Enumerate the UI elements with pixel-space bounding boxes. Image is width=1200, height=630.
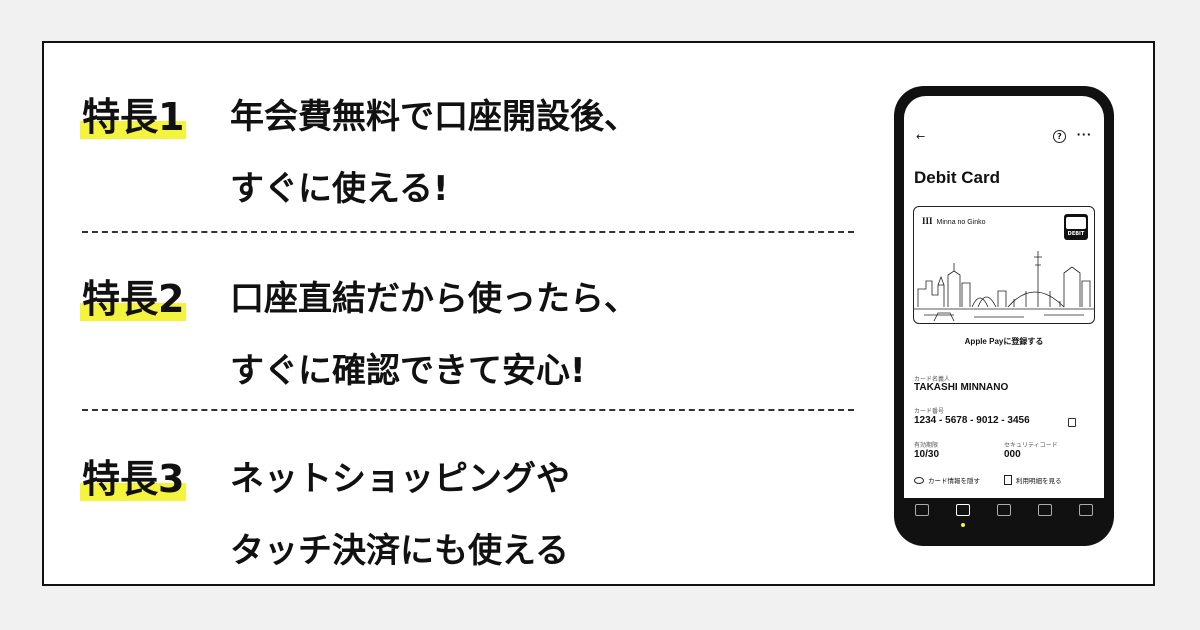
eye-icon bbox=[914, 476, 924, 484]
divider bbox=[82, 231, 854, 233]
number-value: 1234 - 5678 - 9012 - 3456 bbox=[914, 415, 1030, 426]
view-statement-label: 利用明細を見る bbox=[1016, 477, 1062, 485]
feature-3-line-1: ネットショッピングや bbox=[230, 459, 570, 499]
wallet-icon[interactable] bbox=[915, 504, 930, 516]
wallet-icon[interactable] bbox=[956, 504, 971, 527]
feature-3-line-2: タッチ決済にも使える bbox=[230, 531, 569, 571]
wallet-icon[interactable] bbox=[996, 504, 1011, 516]
feature-1-line-2: すぐに使える! bbox=[230, 169, 449, 209]
number-label: カード番号 bbox=[914, 408, 945, 415]
debit-label: DEBIT bbox=[1067, 231, 1085, 237]
bank-name: Minna no Ginko bbox=[936, 219, 986, 226]
view-statement-button[interactable]: 利用明細を見る bbox=[1004, 475, 1062, 485]
hide-card-info-button[interactable]: カード情報を隠す bbox=[914, 475, 980, 485]
active-indicator bbox=[961, 523, 966, 527]
feature-1-label: 特長1 bbox=[80, 91, 187, 143]
expiry-label: 有効期限 bbox=[914, 442, 939, 449]
feature-3-label: 特長3 bbox=[80, 453, 187, 505]
feature-2-line-2: すぐに確認できて安心! bbox=[230, 351, 586, 391]
feature-2-line-1: 口座直結だから使ったら、 bbox=[230, 279, 638, 319]
divider bbox=[82, 409, 854, 411]
hide-card-info-label: カード情報を隠す bbox=[928, 477, 980, 485]
jcb-debit-badge: DEBIT bbox=[1064, 214, 1088, 240]
wallet-icon[interactable] bbox=[1037, 504, 1052, 516]
document-icon bbox=[1004, 475, 1012, 485]
more-icon[interactable]: ··· bbox=[1076, 128, 1092, 141]
city-skyline-illustration bbox=[914, 251, 1094, 322]
expiry-value: 10/30 bbox=[914, 449, 940, 460]
top-bar: ← ? ··· bbox=[916, 128, 1092, 146]
bank-logo-mark: III bbox=[922, 216, 933, 226]
feature-1-line-1: 年会費無料で口座開設後、 bbox=[230, 97, 638, 137]
security-value: 000 bbox=[1004, 449, 1021, 460]
apple-pay-link[interactable]: Apple Payに登録する bbox=[964, 337, 1044, 346]
back-arrow-icon[interactable]: ← bbox=[916, 130, 926, 143]
holder-value: TAKASHI MINNANO bbox=[914, 382, 1009, 393]
help-icon[interactable]: ? bbox=[1053, 130, 1066, 143]
security-label: セキュリティコード bbox=[1004, 442, 1058, 449]
feature-2-label: 特長2 bbox=[80, 273, 187, 325]
wallet-icon[interactable] bbox=[1078, 504, 1093, 516]
bottom-nav bbox=[894, 490, 1114, 530]
copy-icon[interactable] bbox=[1068, 418, 1076, 427]
screen-title: Debit Card bbox=[914, 168, 1000, 187]
holder-label: カード名義人 bbox=[914, 376, 951, 383]
jcb-logo-icon bbox=[1066, 217, 1086, 229]
